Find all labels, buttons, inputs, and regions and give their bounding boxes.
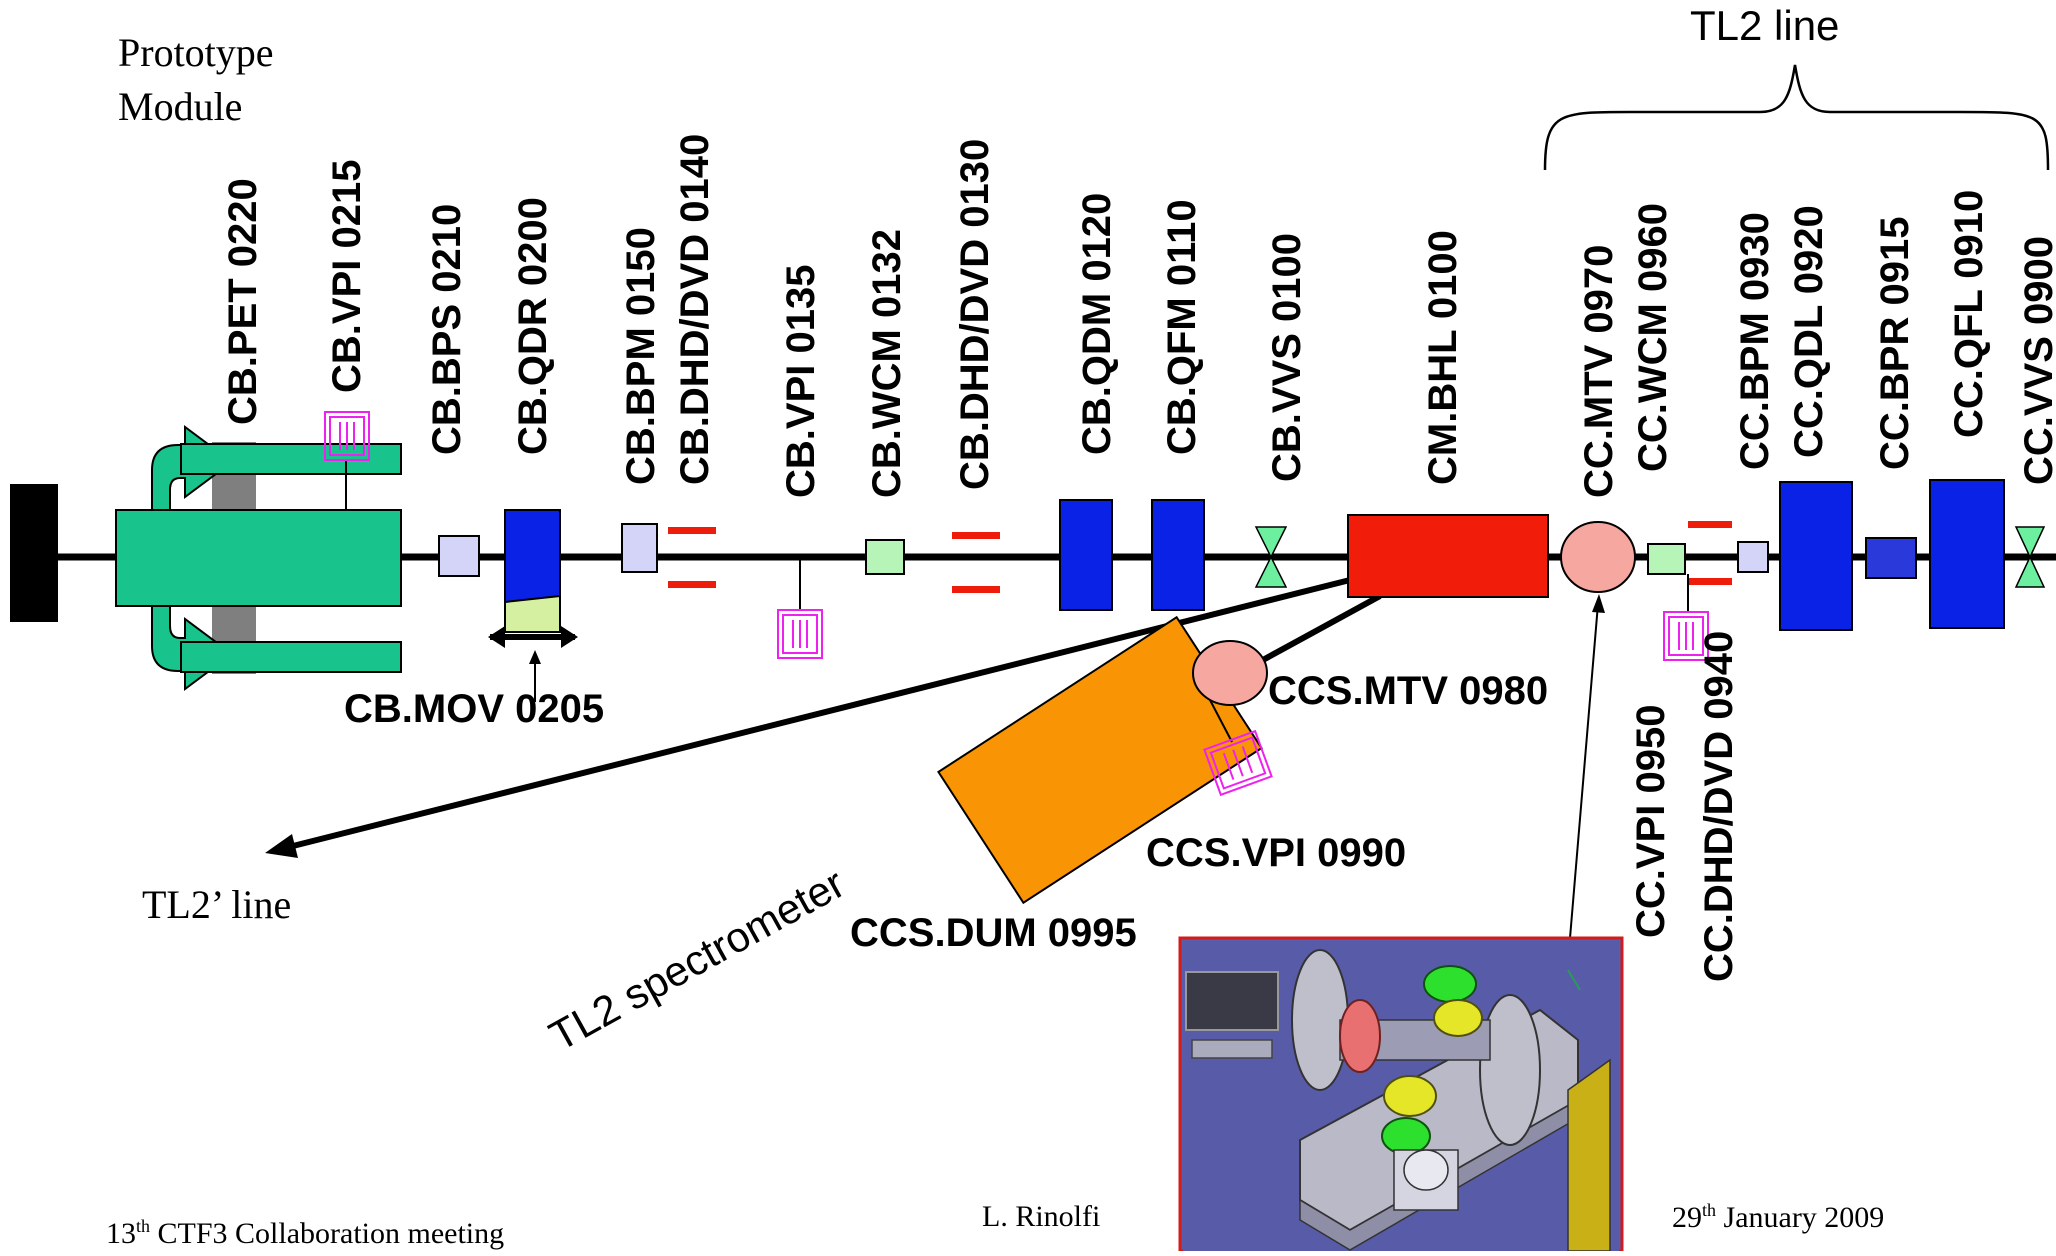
- footer-meeting-sup: th: [136, 1216, 151, 1236]
- label-ccs-vpi-0990: CCS.VPI 0990: [1146, 831, 1406, 875]
- cc-vpi-0950-icon: [1663, 611, 1709, 661]
- label-cc-mtv-0970: CC.MTV 0970: [1577, 245, 1621, 498]
- label-ccs-dum-0995: CCS.DUM 0995: [850, 911, 1137, 955]
- qdm-0120: [1059, 499, 1113, 611]
- label-cb-qdr-0200: CB.QDR 0200: [511, 197, 555, 455]
- cc-dhd-0940-bottom: [1688, 578, 1732, 585]
- mtv-pointer-line: [1569, 603, 1599, 939]
- module-lower-bar: [180, 641, 402, 673]
- qdr-0200-mover-plate: [504, 594, 561, 633]
- vvs-0100-bottom: [1254, 555, 1288, 588]
- label-cb-wcm-0132: CB.WCM 0132: [865, 229, 909, 498]
- bhl-0100-dipole: [1347, 514, 1549, 598]
- label-cb-vvs-0100: CB.VVS 0100: [1265, 233, 1309, 482]
- footer-author: L. Rinolfi: [982, 1200, 1101, 1233]
- cc-vvs-0900-bottom: [2014, 555, 2046, 588]
- cc-qfl-0910: [1929, 479, 2005, 629]
- footer-date-number: 29: [1672, 1201, 1702, 1234]
- label-cb-pet-0220: CB.PET 0220: [221, 178, 265, 425]
- qdr-0200-quad: [504, 509, 561, 603]
- label-cb-vpi-0215: CB.VPI 0215: [325, 160, 369, 393]
- label-cb-vpi-0135: CB.VPI 0135: [779, 265, 823, 498]
- vpi-0135-icon: [777, 609, 823, 659]
- tl2-prime-arrowhead: [265, 834, 298, 858]
- label-cb-qfm-0110: CB.QFM 0110: [1160, 199, 1204, 455]
- label-cc-bpr-0915: CC.BPR 0915: [1873, 217, 1917, 470]
- bps-0210: [438, 535, 480, 577]
- mover-arrow-left: [488, 626, 505, 648]
- label-cb-bpm-0150: CB.BPM 0150: [619, 227, 663, 485]
- tl2-line-label: TL2 line: [1690, 2, 1839, 49]
- footer-meeting-number: 13: [106, 1217, 136, 1250]
- label-cb-mov-0205: CB.MOV 0205: [344, 687, 604, 731]
- footer-date: 29th January 2009: [1672, 1200, 1884, 1235]
- dhd-0140-top: [668, 527, 716, 534]
- cc-vvs-0900-top: [2014, 526, 2046, 559]
- tl2-prime-label: TL2’ line: [142, 882, 291, 927]
- bpm-0150: [621, 523, 658, 573]
- top-labels: CB.PET 0220 CB.VPI 0215 CB.BPS 0210 CB.Q…: [221, 134, 2056, 498]
- wcm-0132: [865, 539, 905, 575]
- cc-bpr-0915: [1865, 537, 1917, 579]
- label-ccs-mtv-0980: CCS.MTV 0980: [1268, 669, 1548, 713]
- dhd-0130-top: [952, 532, 1000, 539]
- mover-arrow-right: [561, 626, 578, 648]
- label-cc-bpm-0930: CC.BPM 0930: [1733, 212, 1777, 470]
- cc-dhd-0940-top: [1688, 521, 1732, 528]
- module-label: Module: [118, 84, 242, 129]
- dhd-0140-bottom: [668, 581, 716, 588]
- label-cc-wcm-0960: CC.WCM 0960: [1631, 203, 1675, 472]
- footer-date-sup: th: [1702, 1200, 1717, 1220]
- label-cc-qfl-0910: CC.QFL 0910: [1947, 190, 1991, 438]
- cad-mtv-picture: [1178, 936, 1624, 1253]
- ccs-vpi-0990-icon: [1203, 729, 1273, 797]
- label-cb-dhd-0140: CB.DHD/DVD 0140: [673, 134, 717, 485]
- footer-meeting-text: CTF3 Collaboration meeting: [150, 1217, 505, 1250]
- tl2-brace: [1543, 64, 2050, 171]
- label-cc-dhd-0940: CC.DHD/DVD 0940: [1697, 631, 1741, 982]
- cc-wcm-0960: [1647, 543, 1686, 575]
- dhd-0130-bottom: [952, 586, 1000, 593]
- footer-meeting: 13th CTF3 Collaboration meeting: [106, 1216, 504, 1251]
- cad-axis-icon: [1567, 969, 1581, 991]
- label-cb-bps-0210: CB.BPS 0210: [425, 204, 469, 455]
- cc-bpm-0930: [1737, 541, 1769, 573]
- cc-mtv-0970: [1560, 521, 1636, 593]
- prototype-module-body: [115, 509, 402, 607]
- label-cb-qdm-0120: CB.QDM 0120: [1075, 193, 1119, 455]
- label-cm-bhl-0100: CM.BHL 0100: [1421, 230, 1465, 485]
- vvs-0100-top: [1254, 526, 1288, 559]
- vpi-0215-icon: [324, 411, 370, 461]
- ccs-mtv-0980: [1192, 640, 1268, 706]
- label-cc-qdl-0920: CC.QDL 0920: [1787, 205, 1831, 458]
- mov-pointer-head: [529, 650, 541, 664]
- ccs-vpi-stem: [1209, 699, 1233, 743]
- label-cc-vpi-0950: CC.VPI 0950: [1629, 705, 1673, 938]
- label-cb-dhd-0130: CB.DHD/DVD 0130: [953, 139, 997, 490]
- beam-stop-block: [10, 484, 58, 622]
- label-cc-vvs-0900: CC.VVS 0900: [2017, 236, 2056, 485]
- prototype-label: Prototype: [118, 30, 274, 75]
- footer-date-text: January 2009: [1716, 1201, 1885, 1234]
- qfm-0110: [1151, 499, 1205, 611]
- cc-qdl-0920: [1779, 481, 1853, 631]
- tl2-spectrometer-label: TL2 spectrometer: [542, 859, 853, 1060]
- mtv-pointer-head: [1592, 594, 1605, 613]
